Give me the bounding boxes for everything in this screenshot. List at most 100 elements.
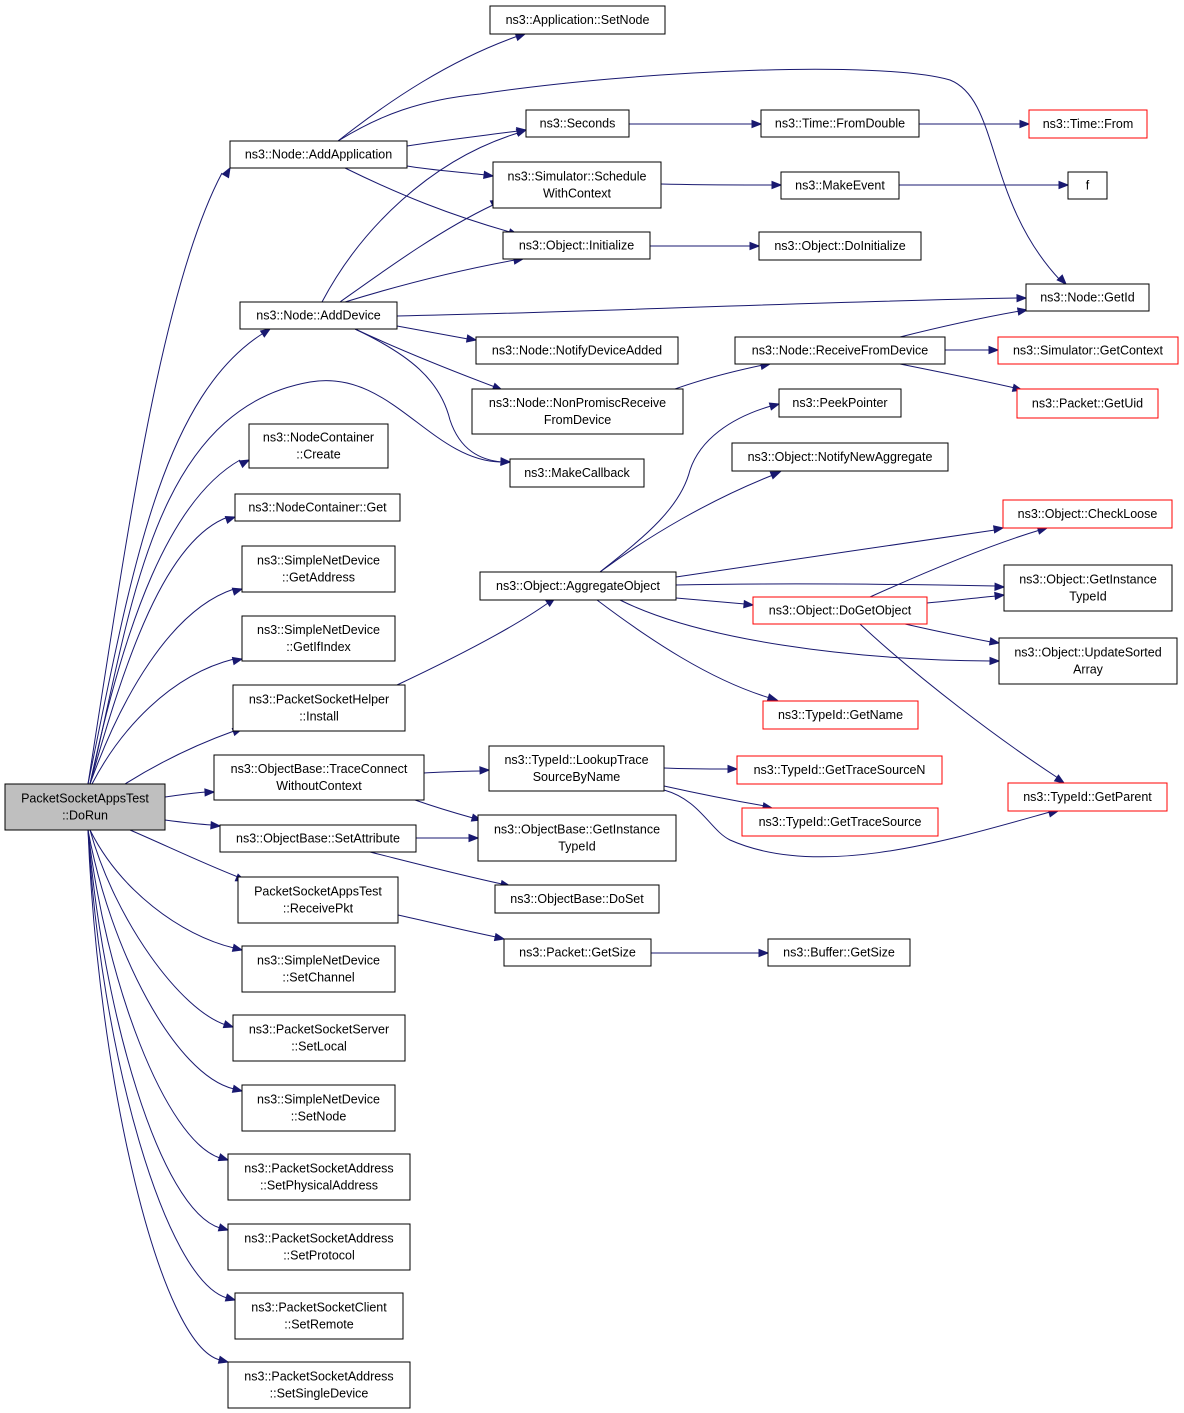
node-psasetsingle[interactable]: ns3::PacketSocketAddress::SetSingleDevic… [227,1361,411,1409]
node-pshinstall[interactable]: ns3::PacketSocketHelper::Install [232,684,406,732]
node-box[interactable] [778,388,902,418]
node-fromdouble[interactable]: ns3::Time::FromDouble [760,109,920,138]
node-dogetobj[interactable]: ns3::Object::DoGetObject [752,596,928,625]
node-box[interactable] [997,336,1179,365]
node-nccreate[interactable]: ns3::NodeContainer::Create [248,423,389,469]
node-timefrom[interactable]: ns3::Time::From [1028,109,1148,139]
node-box[interactable] [1007,782,1168,812]
node-box[interactable] [237,876,399,924]
node-box[interactable] [229,140,408,169]
node-box[interactable] [241,1084,396,1132]
node-box[interactable] [734,336,946,365]
node-box[interactable] [1028,109,1148,139]
node-box[interactable] [502,231,651,260]
node-makeevent[interactable]: ns3::MakeEvent [780,171,900,200]
node-recvpkt[interactable]: PacketSocketAppsTest::ReceivePkt [237,876,399,924]
node-sndsetch[interactable]: ns3::SimpleNetDevice::SetChannel [241,945,396,993]
node-psasetproto[interactable]: ns3::PacketSocketAddress::SetProtocol [227,1223,411,1271]
node-box[interactable] [489,5,666,35]
node-box[interactable] [4,783,166,831]
node-box[interactable] [227,1223,411,1271]
node-notifyagg[interactable]: ns3::Object::NotifyNewAggregate [731,442,949,472]
node-tracecwc[interactable]: ns3::ObjectBase::TraceConnectWithoutCont… [213,754,425,801]
node-aggobj[interactable]: ns3::Object::AggregateObject [479,571,677,601]
node-box[interactable] [219,824,417,853]
node-box[interactable] [998,637,1178,685]
node-box[interactable] [227,1361,411,1409]
node-box[interactable] [479,571,677,601]
node-box[interactable] [248,423,389,469]
node-psasetphys[interactable]: ns3::PacketSocketAddress::SetPhysicalAdd… [227,1153,411,1201]
node-box[interactable] [736,755,943,785]
node-tidgettsn[interactable]: ns3::TypeId::GetTraceSourceN [736,755,943,785]
node-box[interactable] [213,754,425,801]
node-box[interactable] [492,161,662,209]
node-box[interactable] [741,807,939,837]
node-box[interactable] [241,615,396,662]
node-box[interactable] [1025,283,1150,312]
node-simgetctx[interactable]: ns3::Simulator::GetContext [997,336,1179,365]
node-box[interactable] [752,596,928,625]
node-pktgetsize[interactable]: ns3::Packet::GetSize [503,938,652,967]
node-notifydev[interactable]: ns3::Node::NotifyDeviceAdded [475,336,679,365]
node-doinit[interactable]: ns3::Object::DoInitialize [758,231,922,261]
node-box[interactable] [762,700,919,730]
node-ncget[interactable]: ns3::NodeContainer::Get [234,493,401,522]
node-box[interactable] [227,1153,411,1201]
node-box[interactable] [471,388,684,435]
node-bufgetsize[interactable]: ns3::Buffer::GetSize [767,938,911,967]
node-box[interactable] [525,109,630,138]
node-box[interactable] [758,231,922,261]
node-makecb[interactable]: ns3::MakeCallback [509,458,645,488]
node-sndsetnode[interactable]: ns3::SimpleNetDevice::SetNode [241,1084,396,1132]
node-checkloose[interactable]: ns3::Object::CheckLoose [1002,499,1173,529]
node-box[interactable] [488,745,665,792]
node-nodegetid[interactable]: ns3::Node::GetId [1025,283,1150,312]
node-objinit[interactable]: ns3::Object::Initialize [502,231,651,260]
node-box[interactable] [503,938,652,967]
node-pscsetremote[interactable]: ns3::PacketSocketClient::SetRemote [234,1292,404,1340]
node-f[interactable]: f [1067,171,1108,200]
node-box[interactable] [234,493,401,522]
node-box[interactable] [477,814,677,862]
node-box[interactable] [1016,388,1159,419]
node-box[interactable] [241,545,396,593]
node-box[interactable] [239,301,398,330]
node-peekptr[interactable]: ns3::PeekPointer [778,388,902,418]
node-psssetlocal[interactable]: ns3::PacketSocketServer::SetLocal [232,1014,406,1062]
node-box[interactable] [780,171,900,200]
node-pktgetuid[interactable]: ns3::Packet::GetUid [1016,388,1159,419]
node-box[interactable] [767,938,911,967]
node-recvfromdev[interactable]: ns3::Node::ReceiveFromDevice [734,336,946,365]
node-tidgetname[interactable]: ns3::TypeId::GetName [762,700,919,730]
node-dorun[interactable]: PacketSocketAppsTest::DoRun [4,783,166,831]
node-box[interactable] [760,109,920,138]
node-box[interactable] [509,458,645,488]
node-setattr[interactable]: ns3::ObjectBase::SetAttribute [219,824,417,853]
node-tidgetts[interactable]: ns3::TypeId::GetTraceSource [741,807,939,837]
node-seconds[interactable]: ns3::Seconds [525,109,630,138]
node-box[interactable] [241,945,396,993]
node-box[interactable] [232,684,406,732]
node-addapp[interactable]: ns3::Node::AddApplication [229,140,408,169]
node-box[interactable] [494,884,660,914]
node-box[interactable] [234,1292,404,1340]
node-obdoset[interactable]: ns3::ObjectBase::DoSet [494,884,660,914]
node-box[interactable] [1003,564,1173,612]
node-appsetnode[interactable]: ns3::Application::SetNode [489,5,666,35]
node-sndgetif[interactable]: ns3::SimpleNetDevice::GetIfIndex [241,615,396,662]
node-adddev[interactable]: ns3::Node::AddDevice [239,301,398,330]
node-box[interactable] [1002,499,1173,529]
node-box[interactable] [1067,171,1108,200]
node-box[interactable] [475,336,679,365]
node-sndgetaddr[interactable]: ns3::SimpleNetDevice::GetAddress [241,545,396,593]
node-box[interactable] [232,1014,406,1062]
node-tidgetparent[interactable]: ns3::TypeId::GetParent [1007,782,1168,812]
node-box[interactable] [731,442,949,472]
